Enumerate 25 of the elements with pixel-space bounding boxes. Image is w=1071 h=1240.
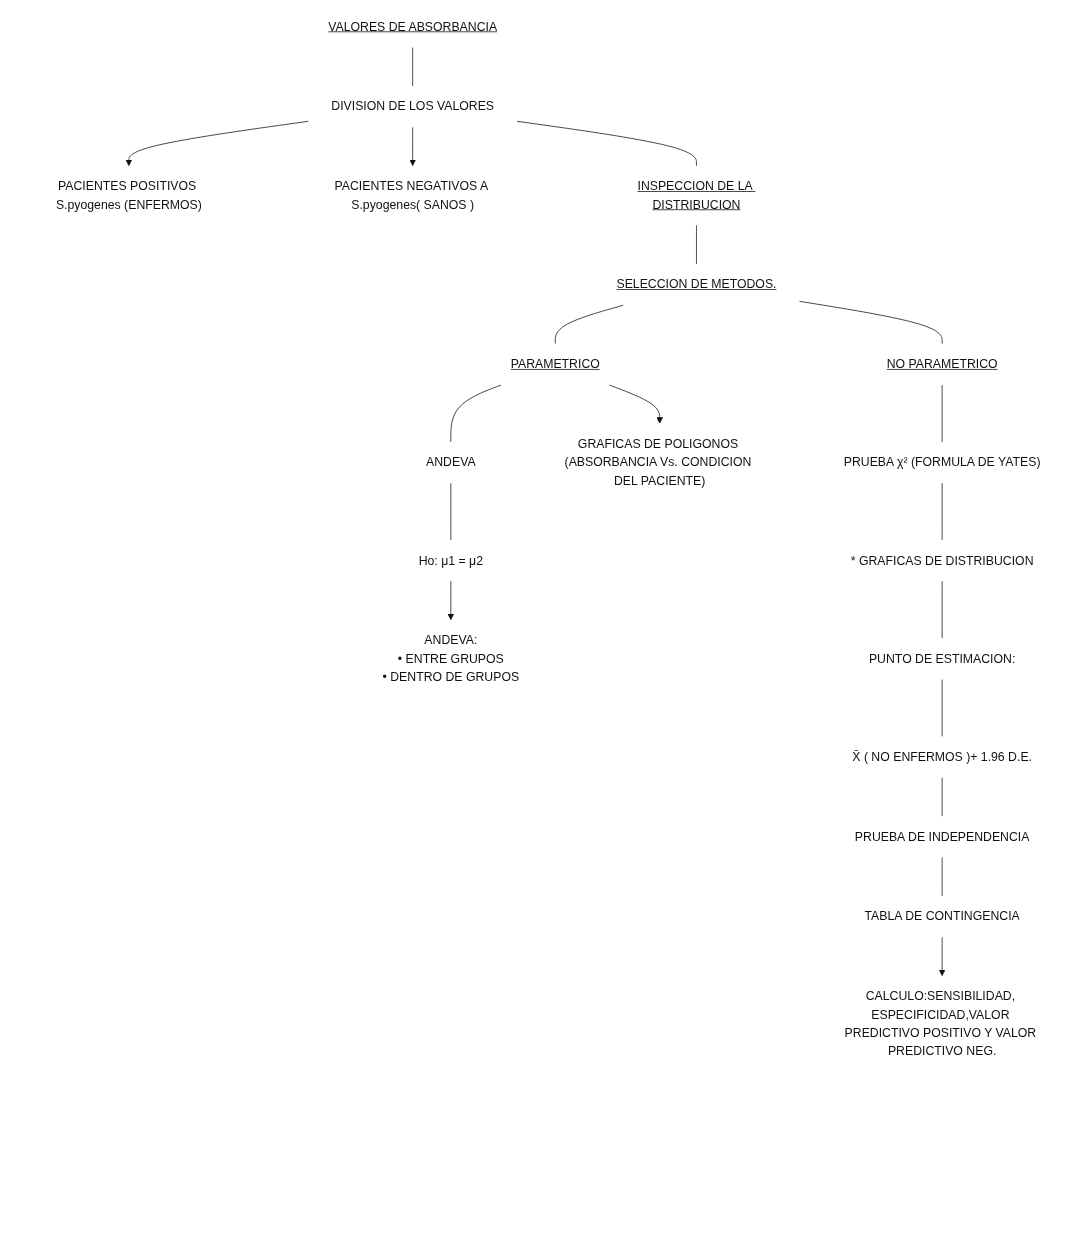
node-text: ANDEVA [426,455,476,469]
node-text: DIVISION DE LOS VALORES [331,99,495,113]
node-text: SELECCION DE METODOS. [616,277,777,291]
connector [412,47,414,87]
node-text: PARAMETRICO [510,357,600,371]
node-text: ANDEVA: • ENTRE GRUPOS • DENTRO DE GRUPOS [382,633,520,684]
node-text: VALORES DE ABSORBANCIA [328,19,498,33]
node-text: * GRAFICAS DE DISTRIBUCION [850,553,1034,567]
node-text: INSPECCION DE LA DISTRIBUCION [637,179,753,211]
node-text: PRUEBA DE INDEPENDENCIA [854,829,1030,843]
connector [799,300,943,344]
connector [516,120,697,167]
node-text: PUNTO DE ESTIMACION: [868,651,1016,666]
connector [696,225,697,265]
connector [450,384,502,443]
node-text: X̄ ( NO ENFERMOS )+ 1.96 D.E. [852,750,1032,764]
node-text: Ho: μ1 = μ2 [418,553,483,567]
node-text: NO PARAMETRICO [886,357,998,371]
node-text: PACIENTES NEGATIVOS A S.pyogenes( SANOS ) [334,179,488,211]
node-text: TABLA DE CONTINGENCIA [864,909,1020,923]
node-text: GRAFICAS DE POLIGONOS (ABSORBANCIA Vs. CONDICION DEL PACIENTE) [564,437,752,488]
node-text: CALCULO:SENSIBILIDAD, ESPECIFICIDAD,VALOR PREDICTIVO POSITIVO Y VALOR PREDICTIVO NEG. [844,989,1037,1058]
node-text: PRUEBA χ² (FORMULA DE YATES) [843,455,1041,469]
connector [554,304,624,344]
node-text: PACIENTES POSITIVOS S.pyogenes (ENFERMOS) [55,179,202,211]
